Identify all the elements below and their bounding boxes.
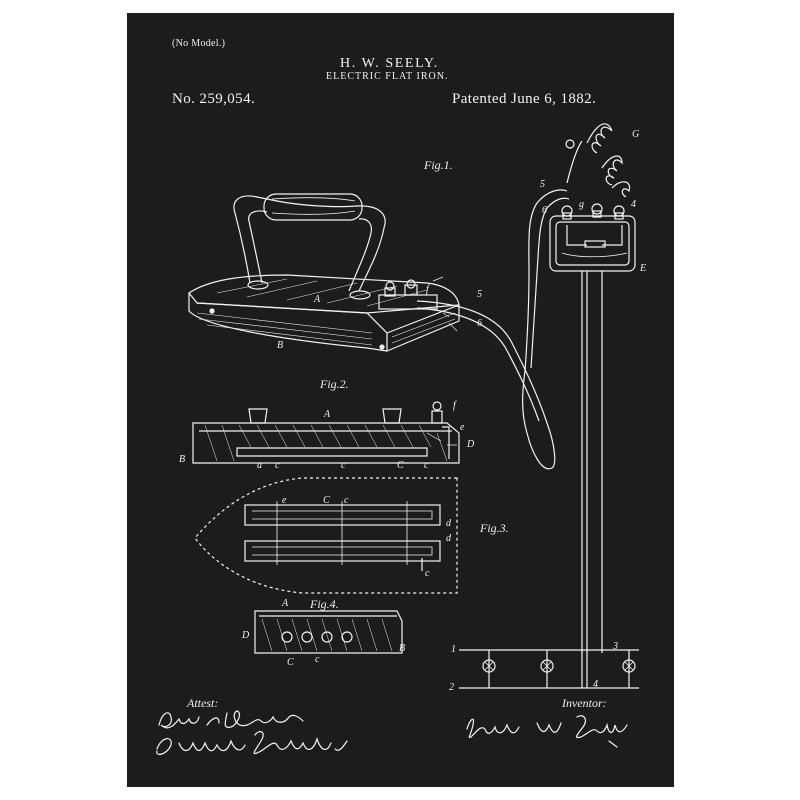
signature-attest-2 bbox=[156, 731, 348, 755]
label-C-fig2: C bbox=[397, 460, 404, 471]
label-f-fig2: f bbox=[453, 400, 456, 411]
label-C-fig4: C bbox=[287, 657, 294, 668]
label-E-switch: E bbox=[640, 263, 647, 274]
label-A-fig4: A bbox=[282, 598, 289, 609]
fig4-section-drawing bbox=[254, 610, 403, 654]
label-4-switch: 4 bbox=[631, 199, 636, 210]
fig4-title: Fig.4. bbox=[310, 597, 339, 611]
attest-label: Attest: bbox=[187, 696, 219, 710]
invention-title: ELECTRIC FLAT IRON. bbox=[326, 71, 449, 82]
label-c2-fig2: c bbox=[341, 460, 346, 471]
label-G-coils: G bbox=[632, 129, 640, 140]
label-2-circuit: 2 bbox=[449, 682, 454, 693]
fig1-title: Fig.1. bbox=[424, 158, 453, 172]
model-note: (No Model.) bbox=[172, 38, 226, 49]
label-D-fig4: D bbox=[242, 630, 250, 641]
label-c2-fig3: c bbox=[425, 568, 430, 579]
label-c1-fig3: c bbox=[344, 495, 349, 506]
label-5-fig1: 5 bbox=[477, 289, 482, 300]
label-3-circuit: 3 bbox=[613, 641, 618, 652]
patent-sheet: (No Model.) H. W. SEELY. ELECTRIC FLAT I… bbox=[127, 13, 674, 787]
label-f-fig1: f bbox=[426, 284, 429, 295]
fig2-section-drawing bbox=[192, 401, 460, 464]
label-B-fig2: B bbox=[179, 454, 186, 465]
signatures bbox=[156, 710, 628, 755]
fig3-title: Fig.3. bbox=[480, 521, 509, 535]
label-4-circuit: 4 bbox=[593, 679, 598, 690]
label-e-fig3: e bbox=[282, 495, 287, 506]
label-A-fig2: A bbox=[324, 409, 331, 420]
label-g-switch: g bbox=[579, 199, 584, 210]
label-6-fig1: 6 bbox=[477, 318, 482, 329]
label-6-switch: 6 bbox=[542, 205, 547, 216]
label-c-fig4: c bbox=[315, 654, 320, 665]
label-A-fig1: A bbox=[314, 294, 321, 305]
patent-drawings bbox=[188, 123, 639, 689]
signature-attest-1 bbox=[158, 710, 304, 729]
signature-inventor bbox=[466, 715, 628, 748]
label-e-fig2: e bbox=[460, 422, 465, 433]
label-1-circuit: 1 bbox=[451, 644, 456, 655]
patent-number: No. 259,054. bbox=[172, 91, 256, 107]
label-D-fig2: D bbox=[467, 439, 475, 450]
fig2-title: Fig.2. bbox=[320, 377, 349, 391]
label-c3-fig2: c bbox=[424, 460, 429, 471]
fig1-iron-drawing bbox=[188, 189, 570, 470]
label-a-fig2: a bbox=[257, 460, 262, 471]
patent-date: Patented June 6, 1882. bbox=[452, 91, 597, 107]
label-d2-fig3: d bbox=[446, 533, 451, 544]
inventor-label: Inventor: bbox=[562, 696, 607, 710]
fig3-plan-drawing bbox=[194, 477, 458, 594]
label-B-fig1: B bbox=[277, 340, 284, 351]
label-C-fig3: C bbox=[323, 495, 330, 506]
fig1-switch-diagram bbox=[459, 123, 639, 689]
label-c1-fig2: c bbox=[275, 460, 280, 471]
label-d1-fig3: d bbox=[446, 518, 451, 529]
inventor-name: H. W. SEELY. bbox=[340, 56, 439, 71]
label-5-switch: 5 bbox=[540, 179, 545, 190]
label-B-fig4: B bbox=[399, 643, 406, 654]
